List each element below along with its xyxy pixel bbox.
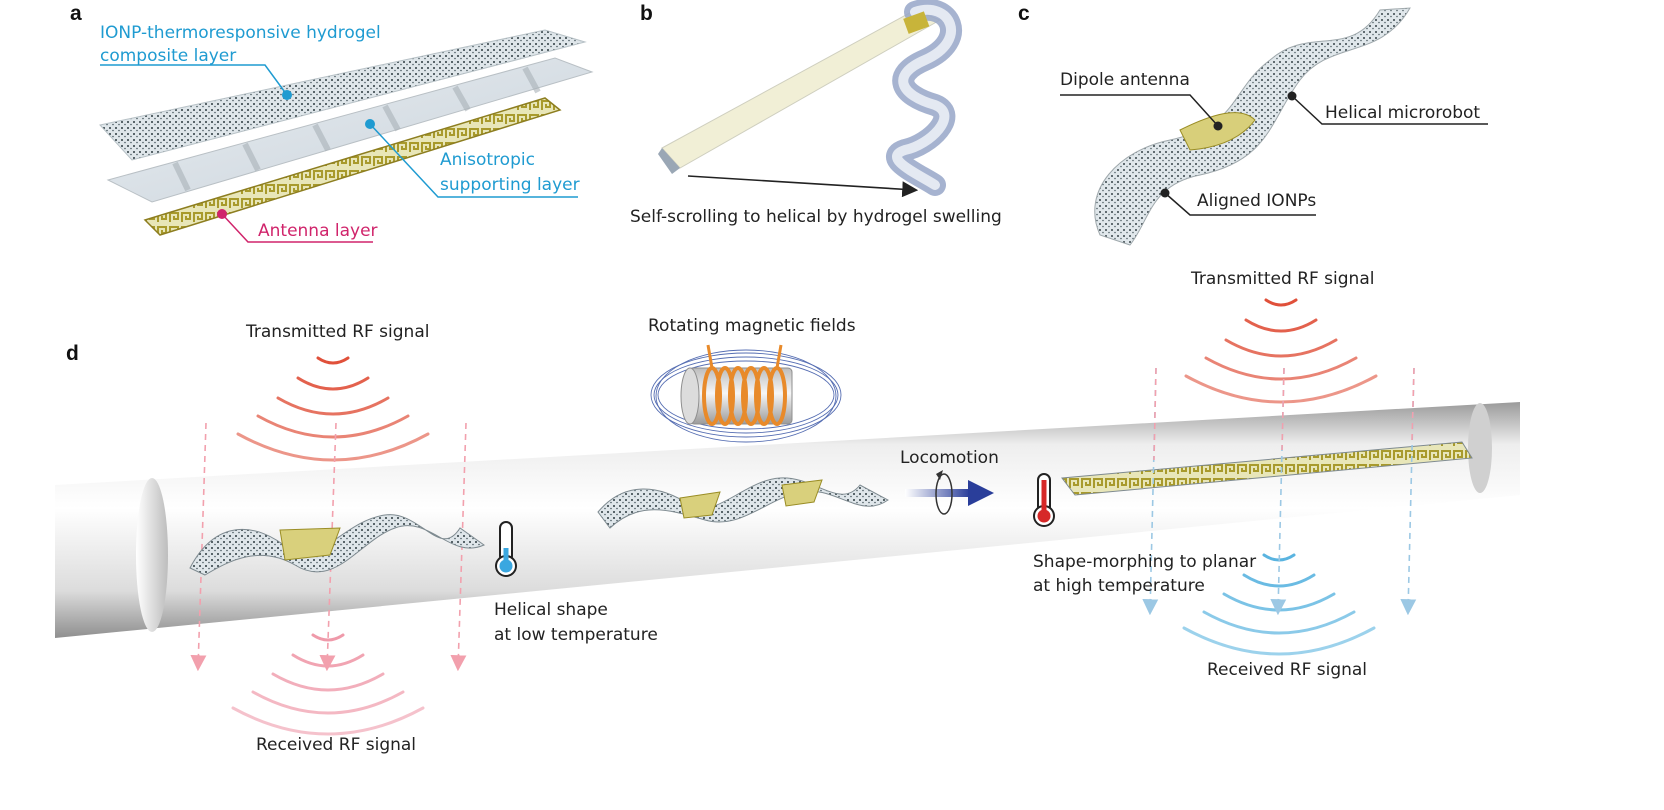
thermometer-hot-icon (1033, 473, 1055, 527)
ionps-label: Aligned IONPs (1197, 191, 1316, 211)
panel-letter-d: d (66, 342, 79, 365)
helical-robot-middle-antenna-2 (781, 479, 823, 507)
planar-caption-line1: Shape-morphing to planar (1033, 552, 1256, 572)
left-received-label: Received RF signal (256, 735, 416, 755)
leader-dot-hydrogel (282, 90, 292, 100)
support-stripes (172, 66, 541, 192)
hydrogel-label-line1: IONP-thermoresponsive hydrogel (100, 23, 381, 43)
panel-letter-c: c (1018, 2, 1030, 25)
hydrogel-composite-layer (99, 29, 587, 161)
leader-dot-antenna (217, 209, 227, 219)
scroll-arrow (687, 175, 919, 198)
leader-dot-dipole (1213, 121, 1223, 131)
planar-caption-line2: at high temperature (1033, 576, 1205, 596)
leader-helical (1291, 95, 1488, 125)
dipole-label: Dipole antenna (1060, 70, 1190, 90)
helical-label: Helical microrobot (1325, 103, 1480, 123)
rotation-arrow-icon (935, 470, 953, 515)
helix-antenna-patch (903, 11, 930, 34)
leader-antenna (221, 213, 373, 243)
panel-letter-b: b (640, 2, 653, 25)
leader-dot-support (365, 119, 375, 129)
magnet-label: Rotating magnetic fields (648, 316, 856, 336)
scroll-caption: Self-scrolling to helical by hydrogel sw… (630, 207, 1002, 227)
leader-dot-ionps (1160, 188, 1170, 198)
panel-a: a IONP-thermoresponsive hydrogel composi… (70, 2, 594, 243)
panel-letter-a: a (70, 2, 82, 25)
helical-microrobot (1094, 7, 1411, 246)
flat-strip-end (658, 148, 680, 174)
support-label-line2: supporting layer (440, 175, 580, 195)
panel-d: d Transmitted RF signal Received RF sig (55, 269, 1520, 755)
right-transmitted-rf-waves (1184, 298, 1378, 404)
leader-support (369, 123, 578, 198)
helical-robot-middle-antenna (679, 491, 721, 519)
tube-left-opening (136, 478, 168, 632)
dipole-antenna-patch (1179, 112, 1256, 151)
planar-robot (1061, 441, 1473, 496)
leader-ionps (1164, 192, 1316, 216)
thermometer-cold-icon (495, 521, 517, 577)
locomotion-label: Locomotion (900, 448, 999, 468)
antenna-label: Antenna layer (258, 221, 378, 241)
hydrogel-label-line2: composite layer (100, 46, 236, 66)
helical-robot-left-antenna (279, 527, 341, 561)
leader-hydrogel (100, 64, 288, 96)
left-received-rf-waves (231, 633, 425, 736)
panel-b: b Self-scrolling to helical by hydrogel … (630, 0, 1002, 227)
right-transmitted-label: Transmitted RF signal (1190, 269, 1374, 289)
electromagnet-coil-icon (650, 344, 842, 443)
right-dashed-arrows (1142, 367, 1417, 616)
antenna-layer (143, 97, 562, 236)
helical-caption-line2: at low temperature (494, 625, 658, 645)
leader-dipole (1060, 94, 1219, 127)
right-received-label: Received RF signal (1207, 660, 1367, 680)
anisotropic-supporting-layer (106, 57, 594, 203)
left-transmitted-rf-waves (236, 356, 430, 462)
panel-c: c Dipole antenna Helical microrobot Alig… (1018, 2, 1488, 246)
locomotion-arrow (905, 480, 994, 506)
leader-dot-helical (1287, 91, 1297, 101)
left-transmitted-label: Transmitted RF signal (245, 322, 429, 342)
support-label-line1: Anisotropic (440, 150, 535, 170)
tube-right-end (1468, 403, 1492, 493)
helical-caption-line1: Helical shape (494, 600, 608, 620)
